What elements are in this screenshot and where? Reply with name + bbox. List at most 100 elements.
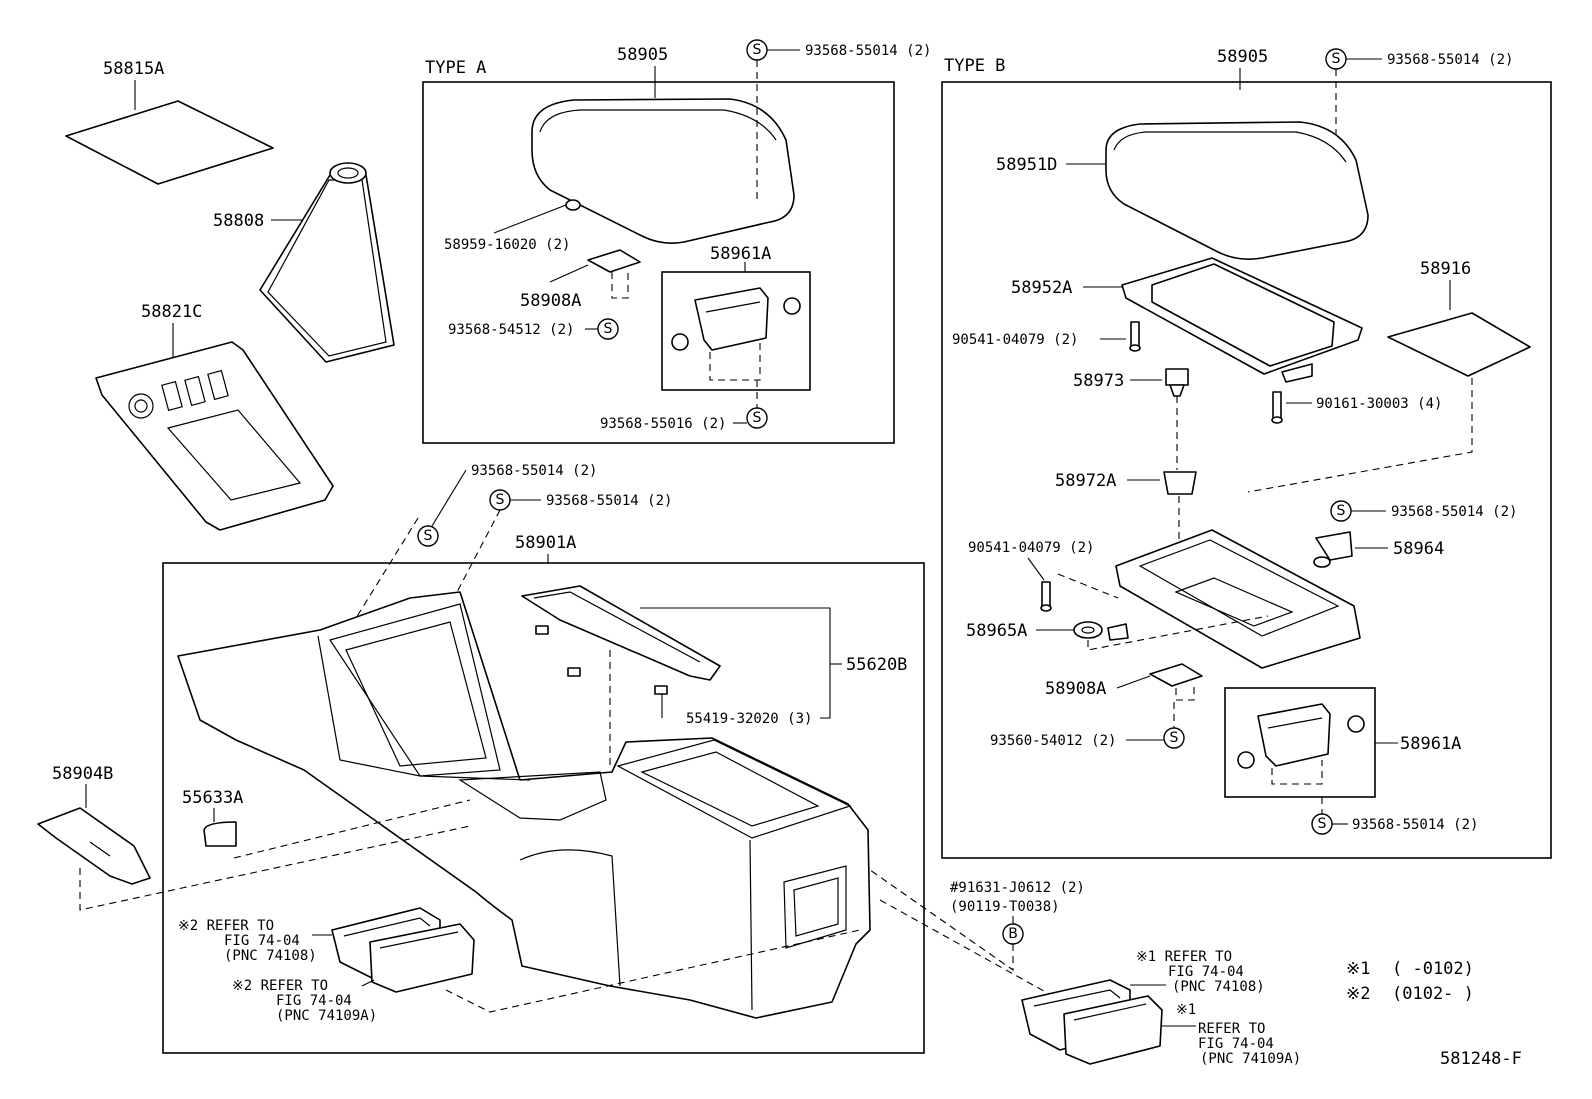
part-label-91631-j0612: #91631-J0612 (2) [950,880,1085,896]
type-a-frame [422,81,895,444]
console-body-58901a [177,591,871,1019]
svg-text:REFER TO: REFER TO [1198,1021,1265,1037]
console-frame [162,562,925,1054]
svg-text:FIG 74-04: FIG 74-04 [224,933,300,949]
svg-text:※2 REFER TO: ※2 REFER TO [178,918,274,934]
sheet-58815a [65,100,274,185]
screw-90541-bottom [1040,581,1052,612]
svg-text:※2: ※2 [1346,984,1370,1004]
refer-note-2: ※2 REFER TO FIG 74-04 (PNC 74109A) [232,978,377,1024]
refer-note-3: ※1 REFER TO FIG 74-04 (PNC 74108) [1136,949,1265,995]
symbol-s-type-b-mid: S [1330,500,1352,522]
refer-note-1: ※2 REFER TO FIG 74-04 (PNC 74108) [178,918,317,964]
cap-55633a [203,821,237,847]
part-label-58815a: 58815A [103,59,164,79]
svg-text:FIG 74-04: FIG 74-04 [1168,964,1244,980]
part-label-58905-type-b: 58905 [1217,47,1268,67]
part-label-58916: 58916 [1420,259,1471,279]
part-label-55633a: 55633A [182,788,243,808]
screw-90161 [1271,391,1283,424]
clip-55419-c [654,685,668,695]
clip-55419-b [567,667,581,677]
svg-text:S: S [753,410,762,426]
part-label-58973: 58973 [1073,371,1124,391]
svg-text:FIG 74-04: FIG 74-04 [1198,1036,1274,1052]
svg-text:S: S [1332,51,1341,67]
part-label-58965a: 58965A [966,621,1027,641]
symbol-s-93568-54512: S [597,318,619,340]
hinge-58961a-type-b [1237,703,1365,769]
type-a-title: TYPE A [425,58,486,78]
part-label-93568-55014-type-b-top: 93568-55014 (2) [1387,52,1513,68]
cushion-58959 [565,199,581,211]
part-label-90119-t0038: (90119-T0038) [950,899,1060,915]
part-label-58961a-type-b: 58961A [1400,734,1461,754]
part-label-58901a: 58901A [515,533,576,553]
part-label-93568-55014-type-b-mid: 93568-55014 (2) [1391,504,1517,520]
symbol-s-type-b-top: S [1325,48,1347,70]
clip-55419-a [535,625,549,635]
symbol-s-93568-55016: S [746,407,768,429]
shift-bezel-58821c [95,341,334,531]
type-b-title: TYPE B [944,56,1005,76]
svg-text:B: B [1008,926,1018,942]
part-label-58905-type-a: 58905 [617,45,668,65]
part-label-93560-54012: 93560-54012 (2) [990,733,1116,749]
part-label-58959-16020: 58959-16020 (2) [444,237,570,253]
svg-text:S: S [1170,730,1179,746]
svg-text:※2 REFER TO: ※2 REFER TO [232,978,328,994]
part-label-58952a: 58952A [1011,278,1072,298]
legend-note-1: ※1 ( -0102) [1346,959,1474,979]
part-label-55419-32020: 55419-32020 (3) [686,711,812,727]
hinge-58965a [1073,621,1129,641]
part-label-58904b: 58904B [52,764,113,784]
part-label-93568-55014-type-a-top: 93568-55014 (2) [805,43,931,59]
latch-58908a-type-b [1149,663,1203,687]
svg-text:※1: ※1 [1176,1002,1196,1018]
sheet-58916 [1387,312,1531,377]
hinge-58961a-type-a [671,287,801,351]
part-label-58908a-type-a: 58908A [520,291,581,311]
part-label-58951d: 58951D [996,155,1057,175]
part-label-90161-30003: 90161-30003 (4) [1316,396,1442,412]
svg-text:S: S [753,42,762,58]
svg-text:S: S [424,528,433,544]
latch-58908a-type-a [587,249,641,273]
type-a-hinge-frame [661,271,811,391]
part-label-58908a-type-b: 58908A [1045,679,1106,699]
cover-58904b [37,807,151,885]
legend-note-2: ※2 (0102- ) [1346,984,1474,1004]
screw-90541-top [1129,321,1141,352]
ashtray-type-1-b [1063,995,1163,1065]
clip-58973 [1165,368,1189,397]
svg-text:※1 REFER TO: ※1 REFER TO [1136,949,1232,965]
console-box-lower [1115,529,1361,669]
part-label-55620b: 55620B [846,655,907,675]
svg-text:FIG 74-04: FIG 74-04 [276,993,352,1009]
part-label-58964: 58964 [1393,539,1444,559]
diagram-code: 581248-F [1440,1049,1522,1069]
svg-text:S: S [496,492,505,508]
svg-text:(PNC 74108): (PNC 74108) [1172,979,1265,995]
svg-text:(PNC 74109A): (PNC 74109A) [1200,1051,1301,1067]
svg-text:S: S [604,321,613,337]
svg-text:(PNC 74109A): (PNC 74109A) [276,1008,377,1024]
svg-text:※1: ※1 [1346,959,1370,979]
symbol-s-console-a: S [417,525,439,547]
symbol-s-93560-54012: S [1163,727,1185,749]
hinge-58964 [1313,531,1353,568]
symbol-s-type-a-top: S [746,39,768,61]
svg-text:(PNC 74108): (PNC 74108) [224,948,317,964]
refer-note-4: ※1 REFER TO FIG 74-04 (PNC 74109A) [1176,1002,1301,1067]
tray-58952a [1121,257,1363,383]
part-label-58808: 58808 [213,211,264,231]
part-label-93568-55014-console-b: 93568-55014 (2) [546,493,672,509]
console-lid-55620b [521,585,721,681]
part-label-90541-04079-top: 90541-04079 (2) [952,332,1078,348]
symbol-s-console-b: S [489,489,511,511]
part-label-90541-04079-bottom: 90541-04079 (2) [968,540,1094,556]
svg-text:(0102- ): (0102- ) [1392,984,1474,1004]
svg-text:S: S [1337,503,1346,519]
part-label-58961a-type-a: 58961A [710,244,771,264]
